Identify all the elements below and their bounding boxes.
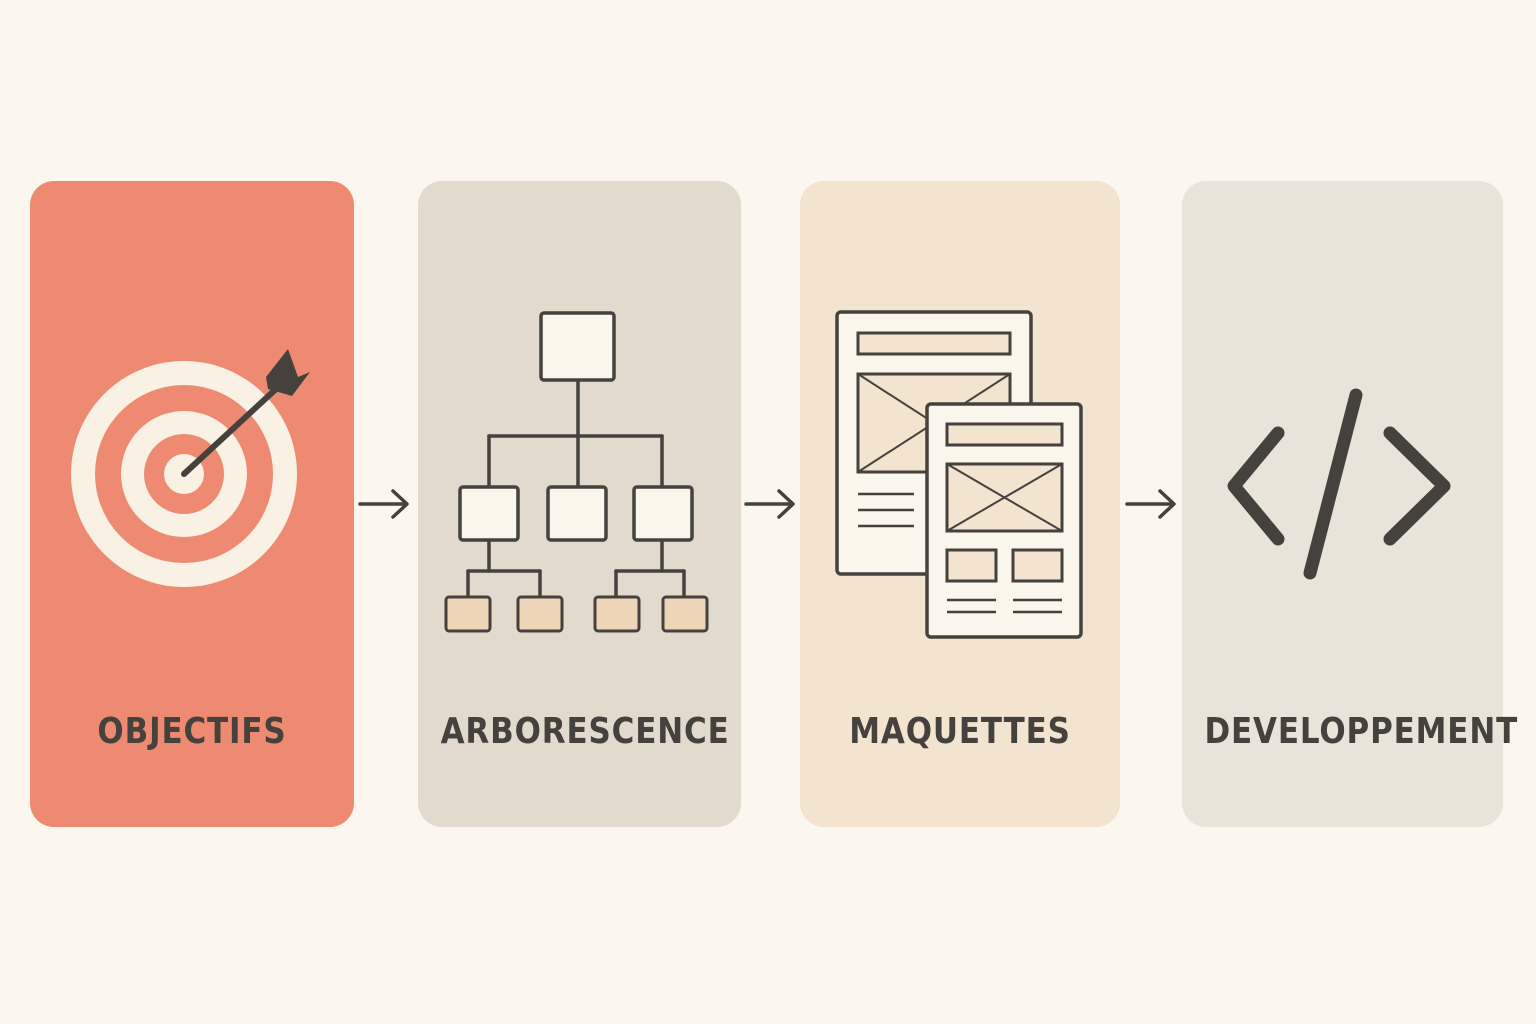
code-icon [1182,181,1503,661]
step-label: DEVELOPPEMENT [1204,711,1519,752]
step-card-arborescence: ARBORESCENCE [418,181,741,827]
step-card-objectifs: OBJECTIFS [30,181,354,827]
wireframe-icon [800,181,1120,661]
step-label: MAQUETTES [849,711,1071,752]
arrow-right-icon [1125,486,1179,522]
sitemap-icon [418,181,741,661]
step-label: ARBORESCENCE [440,711,730,752]
arrow-right-icon [358,486,412,522]
step-card-maquettes: MAQUETTES [800,181,1120,827]
arrow-right-icon [744,486,798,522]
step-label: OBJECTIFS [97,711,287,752]
target-icon [30,181,354,661]
step-card-developpement: DEVELOPPEMENT [1182,181,1519,827]
